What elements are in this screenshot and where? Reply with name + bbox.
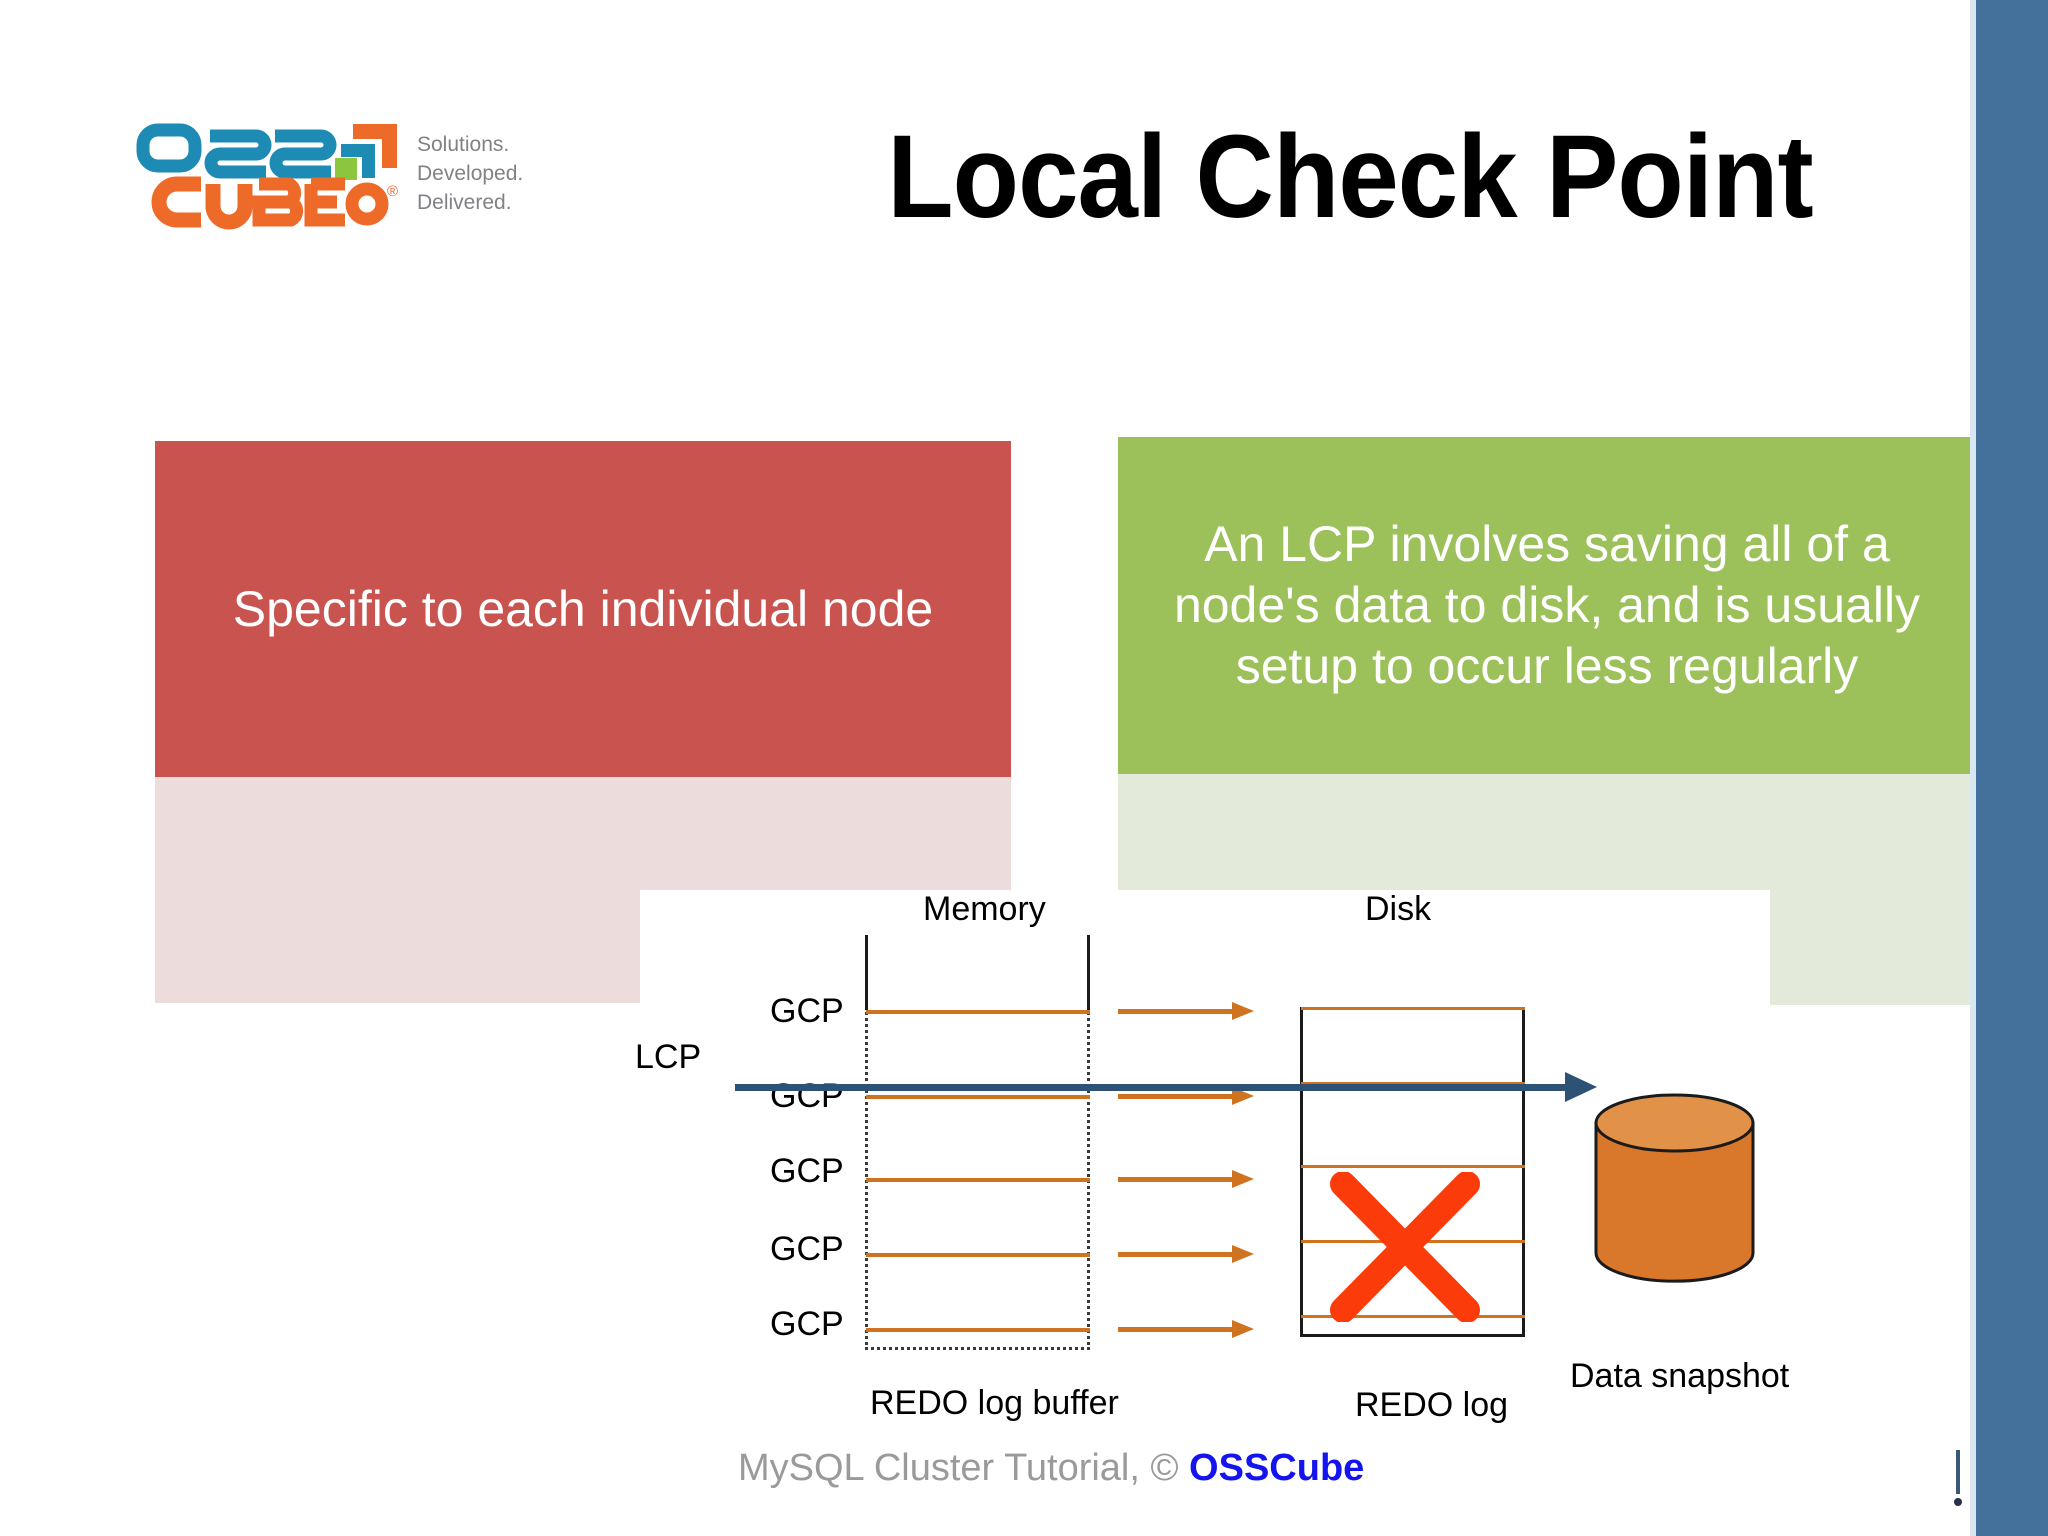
gcp-label-2: GCP [770, 1077, 844, 1115]
logo-tagline-line-3: Delivered. [417, 191, 512, 214]
text-caret-icon [1954, 1450, 1962, 1506]
logo-graphic: ® Solutions. Developed. Delivered. [136, 123, 523, 230]
lcp-label: LCP [635, 1038, 702, 1076]
redo-log-line-2 [1301, 1082, 1525, 1085]
lcp-arrow-head [1565, 1072, 1597, 1102]
footer-brand-link[interactable]: OSSCube [1189, 1447, 1365, 1489]
page-edge-highlight [1970, 0, 1976, 1536]
gcp-line-5 [866, 1328, 1090, 1332]
lcp-diagram: Memory Disk GCP GCP GCP GCP GCP [635, 890, 1970, 1450]
logo-tagline-line-1: Solutions. [417, 133, 509, 156]
slide-footer: MySQL Cluster Tutorial, © OSSCube [738, 1447, 1364, 1490]
gcp-label-5: GCP [770, 1305, 844, 1343]
redo-log-line-1 [1301, 1007, 1525, 1010]
logo-registered-mark: ® [387, 183, 398, 200]
gcp-arrow-3 [1118, 1170, 1256, 1188]
redo-log-label: REDO log [1355, 1386, 1509, 1424]
lcp-arrow-line [735, 1084, 1573, 1091]
page-title: Local Check Point [887, 111, 1813, 243]
memory-box-left-edge [865, 935, 868, 1010]
gcp-label-3: GCP [770, 1152, 844, 1190]
gcp-line-1 [866, 1010, 1090, 1014]
gcp-label-1: GCP [770, 992, 844, 1030]
red-x-icon [1330, 1172, 1480, 1322]
footer-prefix: MySQL Cluster Tutorial, © [738, 1447, 1190, 1489]
gcp-arrow-1 [1118, 1002, 1256, 1020]
gcp-arrow-5 [1118, 1320, 1256, 1338]
gcp-line-3 [866, 1178, 1090, 1182]
redo-log-line-5 [1301, 1315, 1525, 1318]
data-snapshot-cylinder-icon [1594, 1093, 1755, 1283]
gcp-label-4: GCP [770, 1230, 844, 1268]
callout-red-text: Specific to each individual node [155, 441, 1011, 777]
gcp-arrow-2 [1118, 1087, 1256, 1105]
memory-box-right-edge [1087, 935, 1090, 1010]
disk-label: Disk [1365, 890, 1432, 928]
redo-log-buffer-label: REDO log buffer [870, 1384, 1119, 1422]
redo-log-buffer-box [865, 935, 1090, 1350]
redo-log-line-3 [1301, 1165, 1525, 1168]
osscube-logo: ® Solutions. Developed. Delivered. [135, 118, 545, 230]
memory-label: Memory [923, 890, 1046, 928]
data-snapshot-label: Data snapshot [1570, 1357, 1790, 1395]
callout-green-text: An LCP involves saving all of a node's d… [1118, 437, 1976, 774]
gcp-line-4 [866, 1253, 1090, 1257]
page-edge-band[interactable] [1976, 0, 2048, 1536]
gcp-arrow-4 [1118, 1245, 1256, 1263]
gcp-line-2 [866, 1095, 1090, 1099]
logo-tagline-line-2: Developed. [417, 162, 523, 185]
